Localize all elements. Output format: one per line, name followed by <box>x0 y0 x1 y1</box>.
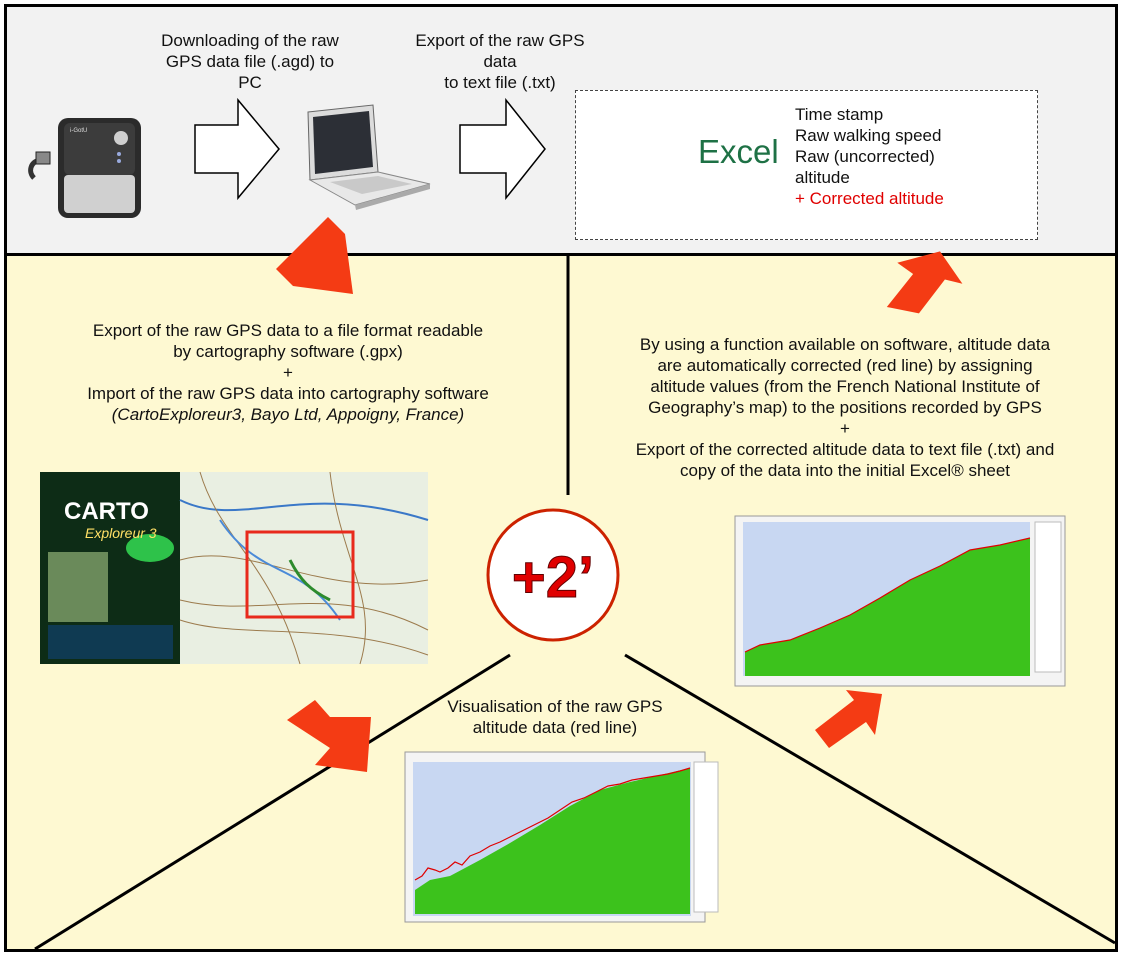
device-brand: i-GotU <box>70 128 87 134</box>
export-txt-step-text: Export of the raw GPS data to text file … <box>415 31 585 92</box>
red-arrow-to-visualisation-icon <box>287 700 371 772</box>
cartography-import-text: Export of the raw GPS data to a file for… <box>87 321 489 424</box>
red-arrow-to-cartography-icon <box>276 217 353 294</box>
outer-frame <box>4 4 1118 952</box>
process-arrow-2-icon <box>459 97 546 201</box>
excel-field-list: Time stamp Raw walking speed Raw (uncorr… <box>795 105 944 208</box>
altitude-correction-text: By using a function available on softwar… <box>635 335 1055 480</box>
excel-sheet-box <box>575 90 1038 240</box>
visualisation-text: Visualisation of the raw GPS altitude da… <box>447 697 663 737</box>
excel-label: Excel <box>698 133 779 170</box>
diagonal-divider-right <box>624 653 1116 945</box>
laptop-icon <box>307 104 431 210</box>
carto-logo-subtitle: Exploreur 3 <box>85 525 157 541</box>
red-arrow-from-visualisation-icon <box>815 690 882 748</box>
diagonal-divider-left <box>34 653 511 951</box>
corrected-altitude-field: + Corrected altitude <box>795 189 944 208</box>
download-step-text: Downloading of the raw GPS data file (.a… <box>161 31 339 92</box>
carto-logo-title: CARTO <box>64 498 149 525</box>
red-arrow-to-excel-icon <box>886 251 963 314</box>
gps-device-icon: i-GotU <box>28 118 141 218</box>
corrected-altitude-chart <box>734 515 1066 687</box>
raw-altitude-chart <box>404 751 719 923</box>
cartography-screenshot: CARTO Exploreur 3 <box>40 471 429 665</box>
process-arrow-1-icon <box>194 97 280 201</box>
time-badge-circle <box>486 508 620 642</box>
time-badge-text: +2’ <box>512 545 594 610</box>
